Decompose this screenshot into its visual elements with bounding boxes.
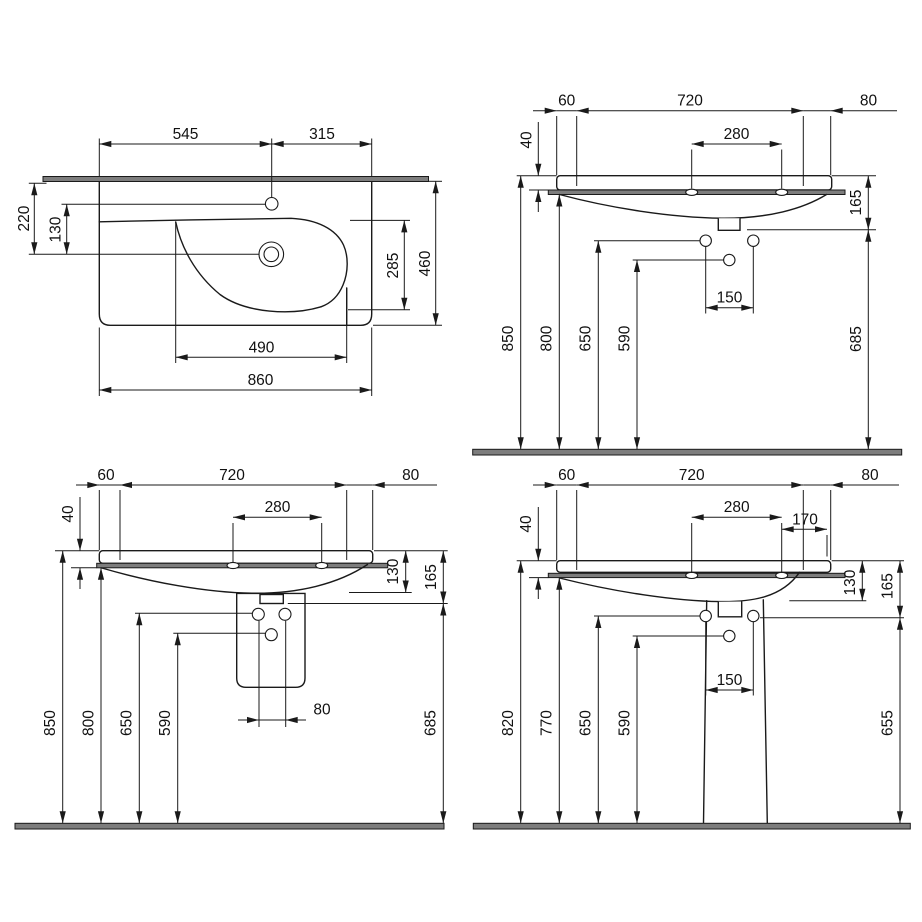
- dimension-lines-semi-pedestal: [55, 481, 448, 824]
- floor-line: [472, 448, 903, 456]
- dim-pd-rim-thickness: 40: [518, 515, 535, 533]
- fixing-hole-left: [685, 571, 699, 580]
- basin-underside-curve: [558, 193, 828, 219]
- dim-pd-fixing-span: 720: [679, 467, 705, 484]
- dim-pd-h-outlet: 655: [879, 710, 896, 736]
- dim-plan-total-width: 860: [248, 372, 274, 389]
- dim-pd-h-bottom: 770: [539, 710, 556, 736]
- basin-slab: [98, 550, 374, 565]
- fixing-hole-right: [775, 571, 789, 580]
- supply-hole-right: [747, 609, 760, 623]
- dim-sp-bolt-span: 80: [313, 702, 331, 719]
- waste-outlet: [717, 218, 741, 231]
- dim-pd-rim-to-outlet: 165: [880, 573, 897, 599]
- basin-underside-curve: [558, 571, 801, 603]
- wall-section: [42, 176, 429, 182]
- dim-wh-h-supply: 650: [578, 325, 595, 351]
- dim-wh-fixing-span: 720: [677, 93, 703, 110]
- dim-pd-h-drain: 590: [616, 710, 633, 736]
- dim-sp-h-outlet: 685: [423, 710, 440, 736]
- dim-plan-total-depth: 460: [417, 250, 434, 276]
- pedestal-left-edge: [702, 600, 708, 824]
- dim-sp-h-rim: 850: [42, 710, 59, 736]
- fixing-hole-right: [315, 561, 329, 570]
- dim-pd-rim-to-pedestal: 130: [842, 569, 859, 595]
- dim-wh-rim-to-outlet: 165: [848, 190, 865, 216]
- supply-hole-left: [251, 607, 265, 621]
- dim-wh-h-outlet: 685: [848, 326, 865, 352]
- dim-sp-h-supply: 650: [119, 710, 136, 736]
- dim-sp-h-bottom: 800: [80, 710, 97, 736]
- basin-rim-line: [98, 217, 348, 308]
- basin-slab: [556, 174, 833, 191]
- drain-hole: [723, 253, 736, 267]
- view-wall-hung: 60 720 80 40 280 165 150 850 800 650 590…: [472, 93, 903, 456]
- pedestal-right-edge: [762, 599, 768, 824]
- supply-hole-left: [699, 234, 712, 247]
- tap-hole: [264, 196, 279, 211]
- fixing-hole-right: [775, 188, 789, 196]
- dim-sp-rim-to-shroud: 130: [385, 558, 402, 584]
- dim-pd-bolt-span: 150: [717, 672, 743, 689]
- dim-sp-right-edge: 80: [402, 467, 420, 484]
- dimension-lines-pedestal: [516, 481, 904, 824]
- dim-plan-left-depth: 220: [16, 205, 33, 231]
- fixing-hole-left: [226, 561, 240, 570]
- drain-hole: [723, 629, 736, 643]
- dim-wh-h-bottom: 800: [539, 325, 556, 351]
- dim-plan-span-right: 315: [309, 126, 335, 143]
- dim-wh-right-edge: 80: [860, 93, 878, 110]
- view-plan-top: 545 315 220 130 285 460 490 860: [16, 126, 442, 396]
- dim-sp-left-edge: 60: [97, 467, 115, 484]
- dim-plan-bowl-depth: 285: [385, 253, 402, 279]
- supply-hole-left: [699, 609, 712, 623]
- dim-pd-right-edge: 80: [861, 467, 879, 484]
- view-pedestal: 60 720 80 40 280 170 130 165 150 820 770…: [472, 467, 911, 830]
- supply-hole-right: [747, 234, 760, 247]
- dim-wh-h-rim: 850: [500, 325, 517, 351]
- wall-section: [96, 562, 389, 569]
- dim-pd-h-rim: 820: [500, 710, 517, 736]
- dimension-lines-plan: [28, 138, 442, 396]
- dim-wh-bolt-span: 150: [717, 290, 743, 307]
- floor-line: [472, 822, 911, 830]
- dim-pd-h-supply: 650: [578, 710, 595, 736]
- dim-sp-rim-thickness: 40: [60, 505, 77, 523]
- dim-sp-h-drain: 590: [157, 710, 174, 736]
- dim-pd-left-edge: 60: [558, 467, 576, 484]
- dim-plan-tap-offset: 130: [48, 216, 65, 242]
- dim-sp-fixing-span: 720: [219, 467, 245, 484]
- dimension-lines-wall-hung: [516, 107, 897, 450]
- dim-wh-rim-thickness: 40: [519, 131, 536, 149]
- dim-sp-fixing-holes: 280: [265, 499, 291, 516]
- dim-pd-fixing-holes: 280: [724, 499, 750, 516]
- dim-pd-overflow-offset: 170: [792, 511, 818, 528]
- drain-hole: [264, 628, 278, 642]
- dim-wh-fixing-holes: 280: [724, 126, 750, 143]
- dim-wh-h-drain: 590: [616, 325, 633, 351]
- dim-plan-bowl-width: 490: [249, 340, 275, 357]
- floor-line: [14, 822, 445, 830]
- basin-slab: [556, 560, 832, 574]
- dim-plan-span-left: 545: [173, 126, 199, 143]
- dim-wh-left-edge: 60: [558, 93, 576, 110]
- bowl-curve: [175, 221, 322, 313]
- fixing-hole-left: [685, 188, 699, 196]
- drain-inner: [263, 246, 280, 263]
- view-semi-pedestal: 60 720 80 40 280 130 165 80 850 800 650 …: [14, 467, 448, 830]
- dim-sp-rim-to-outlet: 165: [423, 564, 440, 590]
- supply-hole-right: [278, 607, 292, 621]
- waste-outlet: [259, 593, 284, 605]
- basin-outline: [98, 180, 373, 326]
- waste-outlet: [717, 601, 743, 618]
